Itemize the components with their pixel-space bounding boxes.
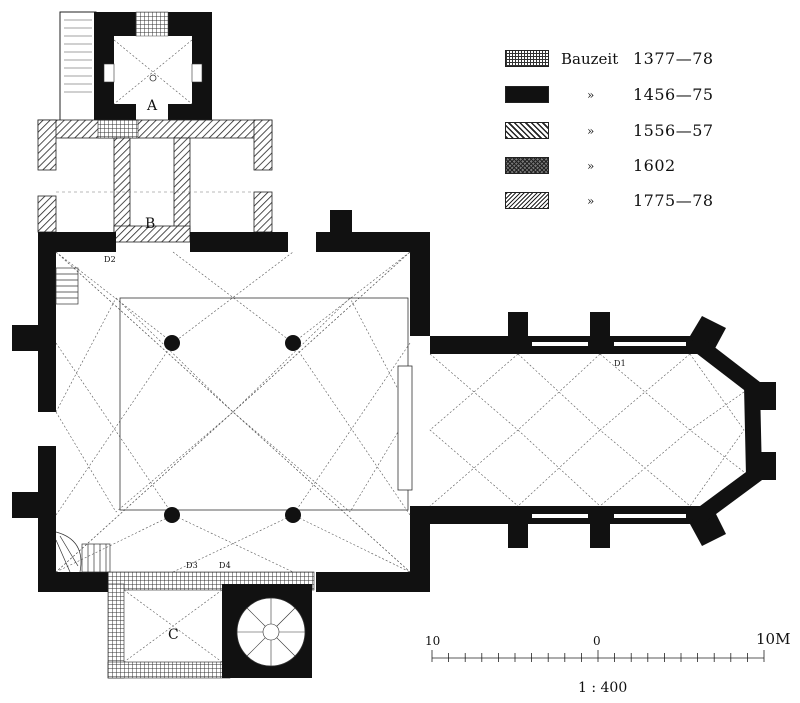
choir-vaulting: [429, 353, 745, 507]
legend-label: Bauzeit: [561, 50, 619, 68]
legend-item-1602: » 1602: [505, 155, 795, 177]
sw-stair: [55, 531, 111, 573]
scale-label-right: 10M: [756, 630, 791, 648]
nw-stair: [55, 267, 79, 305]
scale-label-left: 10: [425, 634, 441, 648]
legend-item-1456: » 1456—75: [505, 84, 795, 106]
scale-label-zero: 0: [593, 634, 601, 648]
annex-b: [37, 119, 273, 243]
legend-ditto-mark: »: [587, 194, 595, 208]
legend-years: 1602: [633, 156, 676, 175]
door-label-d4: D4: [219, 561, 231, 570]
legend-item-1377: Bauzeit 1377—78: [505, 48, 795, 70]
scale-ratio: 1 : 400: [578, 680, 628, 696]
legend-ditto-mark: »: [587, 88, 595, 102]
door-label-d2: D2: [104, 255, 116, 264]
room-label-c: C: [168, 627, 179, 643]
legend-years: 1556—57: [633, 121, 714, 140]
nave-vaulting: [55, 251, 411, 573]
legend-swatch-1556: [505, 122, 549, 139]
legend-years: 1377—78: [633, 49, 714, 68]
legend-years: 1456—75: [633, 85, 714, 104]
legend-swatch-1602: [505, 157, 549, 174]
legend-item-1556: » 1556—57: [505, 120, 795, 142]
room-label-b: B: [145, 216, 156, 232]
room-label-a: A: [147, 98, 158, 114]
tower-a: [59, 11, 212, 123]
legend-swatch-1775: [505, 192, 549, 209]
scale-bar: [431, 650, 765, 662]
legend-item-1775: » 1775—78: [505, 190, 795, 212]
nave-walls: [12, 210, 430, 592]
legend-swatch-1377: [505, 50, 549, 67]
sacristy-c: [107, 571, 315, 679]
choir-walls: [397, 312, 776, 548]
legend-ditto-mark: »: [587, 124, 595, 138]
legend-swatch-1456: [505, 86, 549, 103]
legend-years: 1775—78: [633, 191, 714, 210]
gallery-outline: [119, 297, 409, 511]
legend-ditto-mark: »: [587, 159, 595, 173]
door-label-d3: D3: [186, 561, 198, 570]
door-label-d1: D1: [614, 359, 626, 368]
nave-pillars: [164, 335, 301, 523]
